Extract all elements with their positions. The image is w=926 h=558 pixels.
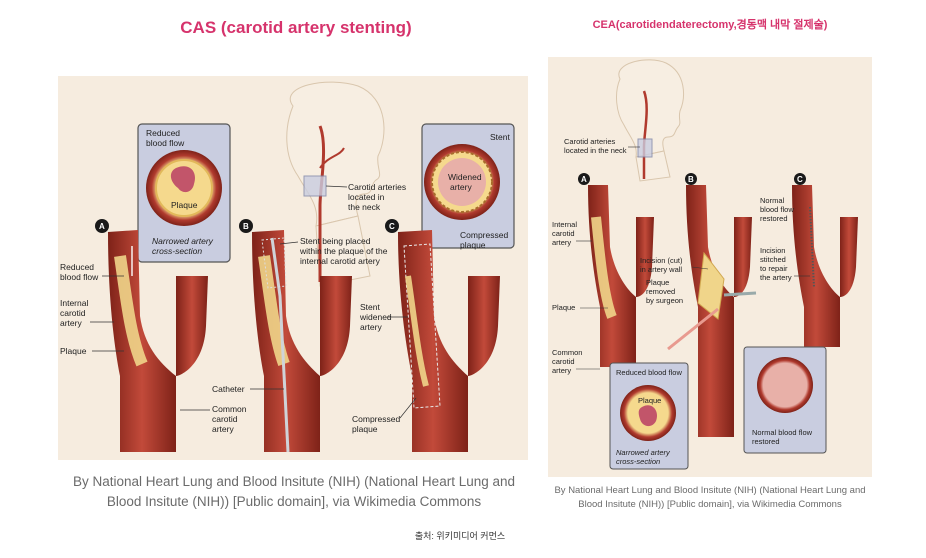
badge-a: A	[95, 219, 109, 233]
cea-label-carotid-neck-l2: located in the neck	[564, 146, 627, 155]
svg-text:A: A	[581, 175, 587, 184]
box-a-caption-l2: cross-section	[152, 246, 202, 256]
svg-text:C: C	[797, 175, 803, 184]
label-stent-placed-l1: Stent being placed	[300, 236, 371, 246]
cea-box-normal-caption-l1: Normal blood flow	[752, 428, 813, 437]
source-note: 출처: 위키미디어 커먼스	[414, 531, 506, 541]
neck-highlight	[303, 175, 327, 197]
head-illustration	[286, 81, 385, 287]
box-c-widened-l1: Widened	[448, 172, 482, 182]
cea-box-reduced-caption-l2: cross-section	[616, 457, 660, 466]
box-c-stent-label: Stent	[490, 132, 510, 142]
cea-box-normal-caption-l2: restored	[752, 437, 780, 446]
label-compressed-l2: plaque	[352, 424, 378, 434]
cea-label-incision-l1: Incision (cut)	[640, 256, 683, 265]
label-stent-placed-l3: internal carotid artery	[300, 256, 381, 266]
head-illustration-cea	[616, 59, 684, 182]
badge-c: C	[385, 219, 399, 233]
cea-illustration: Carotid arteries located in the neck A B…	[548, 57, 872, 477]
artery-a	[108, 230, 208, 452]
cea-label-removed-l1: Plaque	[646, 278, 669, 287]
box-a-plaque-label: Plaque	[171, 200, 198, 210]
cas-title: CAS (carotid artery stenting)	[180, 18, 412, 37]
stitch-line	[809, 206, 815, 288]
cea-box-reduced-plaque: Plaque	[638, 396, 661, 405]
cea-label-common-l1: Common	[552, 348, 582, 357]
cea-label-incision-l2: in artery wall	[640, 265, 682, 274]
cea-artery-b	[667, 185, 757, 437]
label-compressed-l1: Compressed	[352, 414, 400, 424]
label-carotid-neck-l3: the neck	[348, 202, 381, 212]
cea-label-stitched-l1: Incision	[760, 246, 785, 255]
cas-svg: Carotid arteries located in the neck Red…	[60, 81, 515, 453]
label-reduced-flow-l1: Reduced	[60, 262, 94, 272]
artery-c	[398, 230, 500, 452]
catheter-line	[270, 237, 290, 453]
artery-b	[252, 230, 352, 453]
cea-box-reduced: Reduced blood flow Plaque Narrowed arter…	[609, 362, 689, 470]
cea-label-stitched-l4: the artery	[760, 273, 792, 282]
cross-section-box-c: Widened artery Stent Compressed plaque	[421, 123, 515, 250]
cea-label-normal-flow-l2: blood flow	[760, 205, 794, 214]
cea-label-removed-l3: by surgeon	[646, 296, 683, 305]
box-c-compressed-l2: plaque	[460, 240, 486, 250]
cea-box-reduced-caption-l1: Narrowed artery	[616, 448, 671, 457]
label-catheter: Catheter	[212, 384, 245, 394]
box-c-compressed-l1: Compressed	[460, 230, 508, 240]
cea-artery-a	[588, 185, 654, 367]
cea-label-normal-flow-l1: Normal	[760, 196, 785, 205]
badge-b: B	[239, 219, 253, 233]
cas-illustration: Carotid arteries located in the neck Red…	[58, 76, 528, 460]
svg-text:B: B	[688, 175, 694, 184]
box-a-reduced-l2: blood flow	[146, 138, 185, 148]
cea-label-stitched-l3: to repair	[760, 264, 788, 273]
label-common-l2: carotid	[212, 414, 238, 424]
cea-svg: Carotid arteries located in the neck A B…	[552, 59, 858, 470]
cross-section-box-a: Reduced blood flow Plaque Narrowed arter…	[137, 123, 231, 263]
cea-label-plaque: Plaque	[552, 303, 575, 312]
cea-label-stitched-l2: stitched	[760, 255, 786, 264]
cea-title: CEA(carotidendaterectomy,경동맥 내막 절제술)	[592, 19, 828, 31]
label-carotid-neck-l1: Carotid arteries	[348, 182, 406, 192]
cea-badge-c: C	[794, 173, 806, 185]
label-internal-l3: artery	[60, 318, 82, 328]
cea-label-common-l3: artery	[552, 366, 571, 375]
cea-badge-a: A	[578, 173, 590, 185]
cea-label-common-l2: carotid	[552, 357, 575, 366]
label-internal-l2: carotid	[60, 308, 86, 318]
cea-credit: By National Heart Lung and Blood Insitut…	[554, 485, 866, 510]
label-internal-l1: Internal	[60, 298, 88, 308]
label-stent-placed-l2: within the plaque of the	[299, 246, 388, 256]
label-plaque: Plaque	[60, 346, 87, 356]
cea-box-reduced-label: Reduced blood flow	[616, 368, 682, 377]
label-reduced-flow-l2: blood flow	[60, 272, 99, 282]
cea-label-internal-l2: carotid	[552, 229, 575, 238]
label-stent-widened-l2: widened	[359, 312, 392, 322]
cea-label-carotid-neck-l1: Carotid arteries	[564, 137, 616, 146]
cea-badge-b: B	[685, 173, 697, 185]
label-stent-widened-l3: artery	[360, 322, 382, 332]
cea-box-normal: Normal blood flow restored	[743, 346, 827, 454]
cas-credit: By National Heart Lung and Blood Insitut…	[73, 474, 515, 509]
svg-text:B: B	[243, 222, 249, 231]
label-common-l1: Common	[212, 404, 247, 414]
label-stent-widened-l1: Stent	[360, 302, 380, 312]
svg-text:A: A	[99, 222, 105, 231]
surgical-clamp	[723, 291, 757, 297]
box-a-caption-l1: Narrowed artery	[152, 236, 214, 246]
label-common-l3: artery	[212, 424, 234, 434]
box-a-reduced-l1: Reduced	[146, 128, 180, 138]
box-c-widened-l2: artery	[450, 182, 472, 192]
cea-label-internal-l3: artery	[552, 238, 571, 247]
svg-text:C: C	[389, 222, 395, 231]
cea-label-removed-l2: removed	[646, 287, 675, 296]
cea-label-internal-l1: Internal	[552, 220, 577, 229]
label-carotid-neck-l2: located in	[348, 192, 385, 202]
cea-artery-c	[792, 185, 858, 347]
cea-label-normal-flow-l3: restored	[760, 214, 788, 223]
plaque-removal-tool	[667, 307, 719, 351]
